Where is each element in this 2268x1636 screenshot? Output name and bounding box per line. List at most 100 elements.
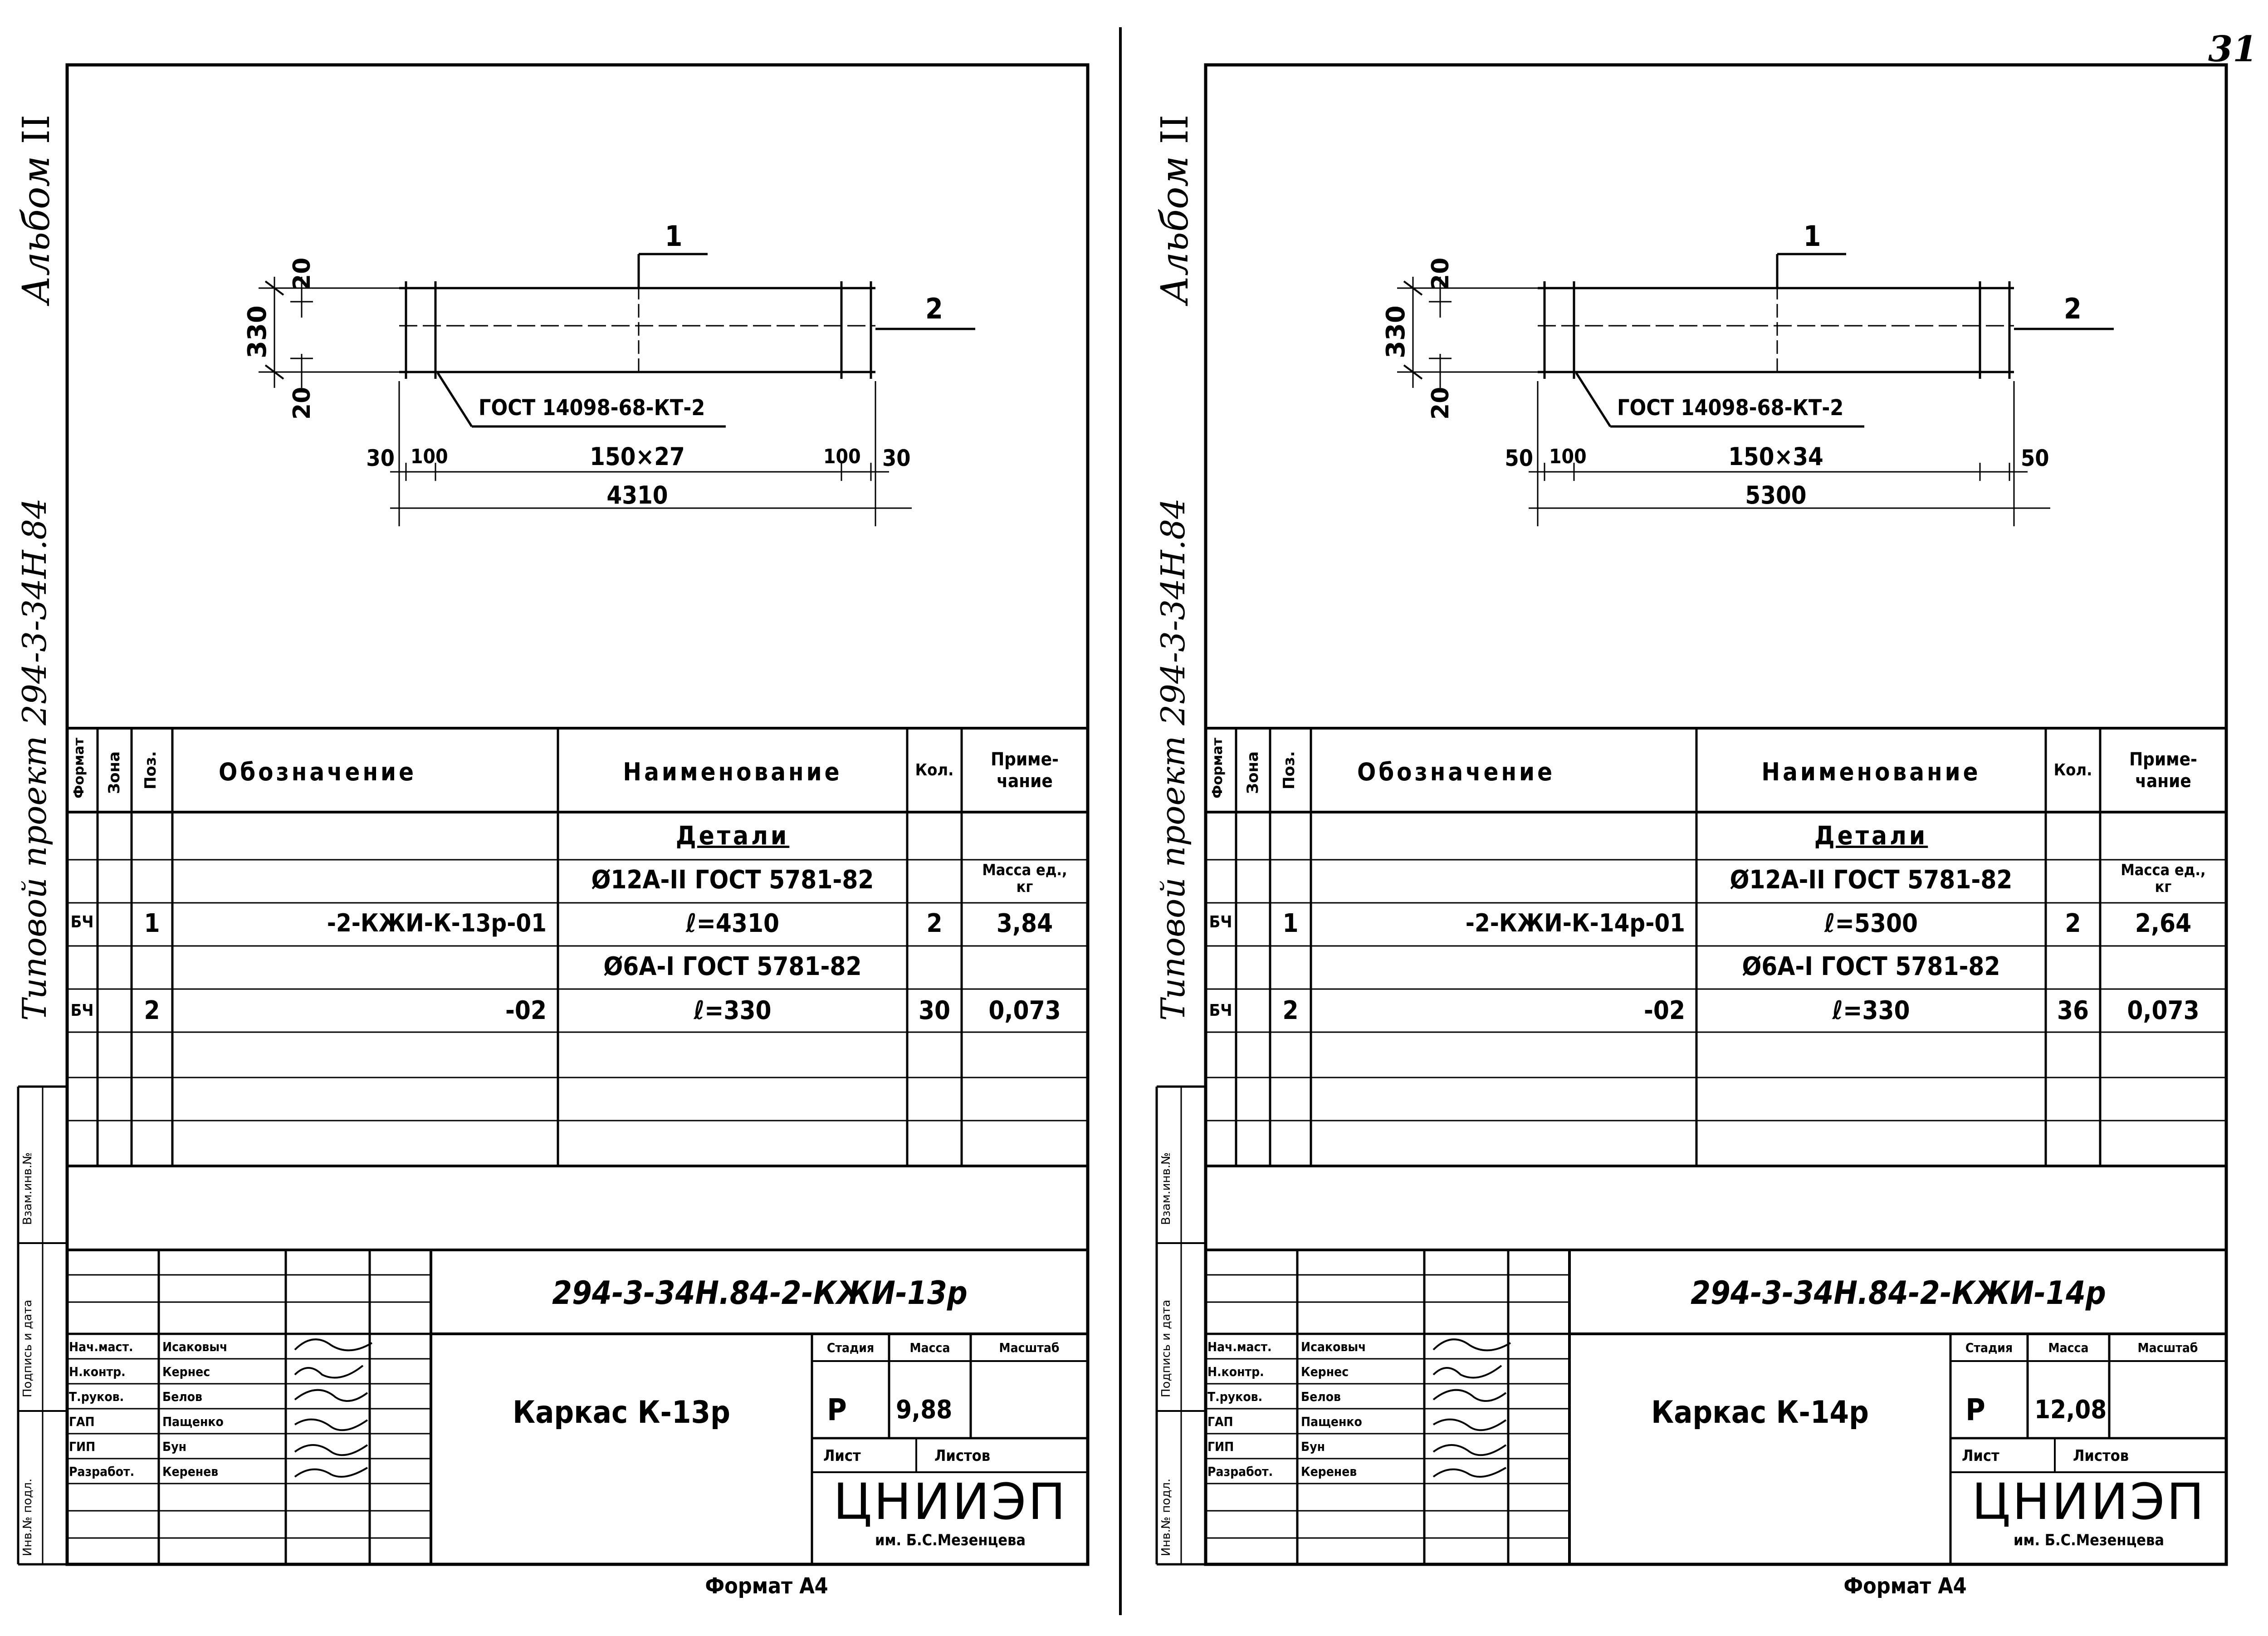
mass-label: Масса [2048,1340,2089,1355]
row1-name: Ø12А-II ГОСТ 5781-82 [1730,865,2013,895]
dim-100-right: 100 [823,445,861,468]
section-details: Детали [1814,821,1928,851]
side-label-replace-inv: Взам.инв.№ [1159,1152,1173,1225]
row4-name: ℓ=330 [1832,996,1910,1025]
person-3: Белов [162,1389,202,1404]
row4-pos: 2 [144,996,160,1025]
col-header-name: Наименование [1761,758,1981,786]
position-2-label: 2 [925,292,943,325]
row2-format: БЧ [70,913,94,931]
dim-330: 330 [1381,305,1411,358]
dim-20-bottom: 20 [1427,387,1454,420]
side-label-signature-date: Подпись и дата [21,1299,34,1397]
scale-label: Масштаб [999,1340,1060,1355]
person-3: Белов [1301,1389,1341,1404]
dim-pitch: 150×34 [1728,442,1823,471]
role-1: Нач.маст. [69,1339,133,1354]
dim-total-length: 4310 [606,481,668,509]
dim-100-left: 100 [411,445,448,468]
paper-format: Формат А4 [1843,1573,1967,1599]
stage-value: Р [1965,1392,1985,1427]
stage-label: Стадия [1965,1340,2013,1355]
person-6: Керенев [1301,1464,1357,1479]
drawing-title: Каркас К-14р [1651,1395,1869,1430]
row4-name: ℓ=330 [694,996,772,1025]
position-1-label: 1 [665,220,683,253]
document-code: 294-3-34Н.84-2-КЖИ-14р [1691,1274,2106,1312]
role-6: Разработ. [69,1464,135,1479]
row2-designation: -2-КЖИ-К-13р-01 [327,909,547,937]
row4-pos: 2 [1282,996,1299,1025]
dim-right-offset: 30 [882,445,911,471]
sheet-frame [65,63,1090,1566]
row2-note: 3,84 [996,909,1053,938]
row3-name: Ø6А-I ГОСТ 5781-82 [603,952,862,981]
sheet-frame [1204,63,2228,1566]
scale-label: Масштаб [2137,1340,2198,1355]
row2-qty: 2 [2065,909,2081,938]
page-number: 31 [2208,29,2258,70]
paper-format: Формат А4 [705,1573,828,1599]
row2-designation: -2-КЖИ-К-14р-01 [1465,909,1685,937]
project-label: Типовой проект 294-3-34Н.84 [1154,498,1192,1021]
center-divider [1119,27,1122,1615]
dim-20-top: 20 [1427,257,1454,290]
organization-subtitle: им. Б.С.Мезенцева [2014,1531,2164,1549]
person-5: Бун [1301,1439,1325,1454]
person-2: Кернес [162,1364,210,1379]
stage-label: Стадия [826,1340,875,1355]
sheets-label: Листов [934,1447,991,1465]
dim-pitch: 150×27 [590,442,685,471]
col-header-pos: Поз. [1280,751,1298,790]
side-label-replace-inv: Взам.инв.№ [21,1152,34,1225]
role-1: Нач.маст. [1207,1339,1272,1354]
project-label: Типовой проект 294-3-34Н.84 [15,498,54,1021]
role-4: ГАП [69,1414,95,1429]
col-header-zone: Зона [105,751,123,794]
row2-name: ℓ=4310 [685,909,780,938]
side-label-inv-original: Инв.№ подл. [1159,1478,1173,1556]
dim-left-offset: 30 [366,445,395,471]
row2-pos: 1 [144,909,160,938]
row4-format: БЧ [1209,1001,1232,1020]
col-header-note: Приме-чание [991,749,1059,792]
col-header-zone: Зона [1244,751,1262,794]
stage-value: Р [827,1392,847,1427]
role-5: ГИП [69,1439,96,1454]
col-header-note: Приме-чание [2129,749,2197,792]
sheet-linework [1155,63,2228,1566]
organization-subtitle: им. Б.С.Мезенцева [875,1531,1026,1549]
position-1-label: 1 [1803,220,1821,253]
row2-pos: 1 [1282,909,1299,938]
cage-drawing [259,253,975,526]
drawing-title: Каркас К-13р [513,1395,730,1430]
side-label-inv-original: Инв.№ подл. [21,1478,34,1556]
dim-total-length: 5300 [1745,481,1807,509]
col-header-designation: Обозначение [1357,758,1555,786]
row4-format: БЧ [70,1001,94,1020]
col-header-pos: Поз. [142,751,160,790]
gost-reference: ГОСТ 14098-68-КТ-2 [479,395,705,421]
col-header-designation: Обозначение [218,758,417,786]
organization-name: ЦНИИЭП [833,1473,1068,1531]
role-6: Разработ. [1207,1464,1273,1479]
dim-330: 330 [243,305,272,358]
role-5: ГИП [1207,1439,1234,1454]
role-2: Н.контр. [69,1364,126,1379]
row4-note: 0,073 [2127,996,2200,1025]
spec-table-lines [1206,727,2226,1167]
organization-name: ЦНИИЭП [1971,1473,2206,1531]
position-2-label: 2 [2064,292,2082,325]
role-4: ГАП [1207,1414,1233,1429]
dim-100-left: 100 [1549,445,1587,468]
person-2: Кернес [1301,1364,1349,1379]
row1-name: Ø12А-II ГОСТ 5781-82 [591,865,874,895]
person-5: Бун [162,1439,187,1454]
title-block-lines [67,1249,1088,1564]
dim-20-top: 20 [288,257,316,290]
drawing-sheet-left: Альбом II Типовой проект 294-3-34Н.84 1 … [15,63,1090,1599]
title-block-lines [1206,1249,2226,1564]
person-4: Пащенко [1301,1414,1362,1429]
row2-qty: 2 [926,909,943,938]
dim-right-offset: 50 [2021,445,2049,471]
